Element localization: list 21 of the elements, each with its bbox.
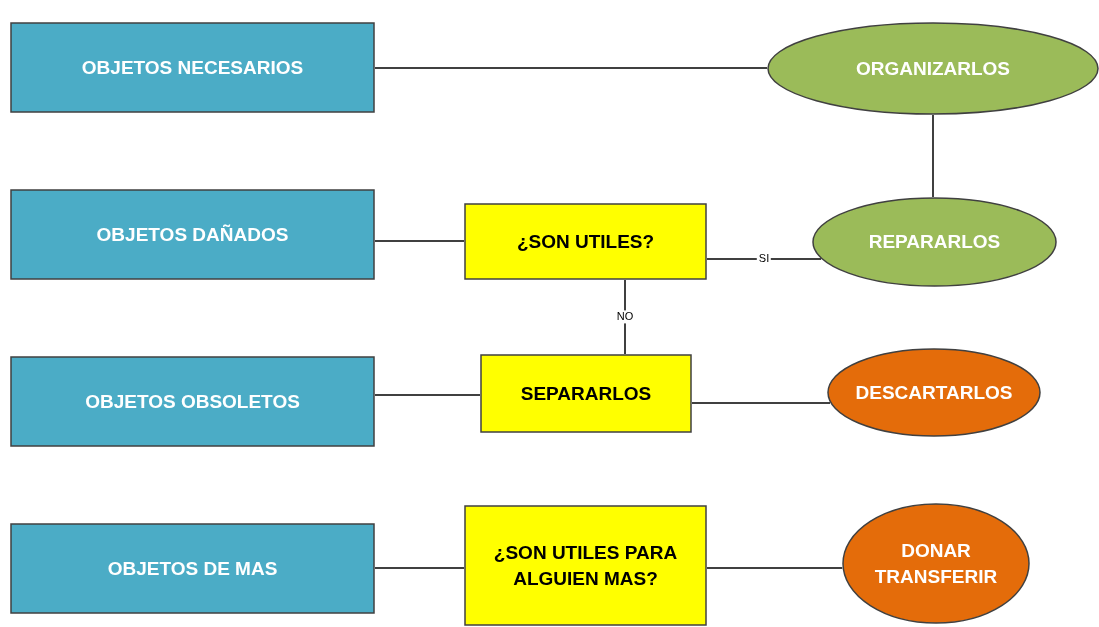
node-label: SEPARARLOS: [519, 381, 653, 406]
node-label: ¿SON UTILES?: [515, 229, 656, 254]
connector-line: [706, 567, 843, 569]
node-label: ORGANIZARLOS: [854, 56, 1012, 81]
node-label: REPARARLOS: [867, 230, 1002, 255]
connector-line: [374, 394, 481, 396]
connector-line: [374, 240, 465, 242]
node-label: OBJETOS DE MAS: [106, 556, 279, 581]
connector-line: [374, 567, 465, 569]
connector-line: [932, 114, 934, 198]
node-label: OBJETOS DAÑADOS: [95, 222, 290, 247]
connector-line: [624, 279, 626, 355]
node-label: ¿SON UTILES PARA ALGUIEN MAS?: [492, 540, 679, 591]
node-label: DONAR TRANSFERIR: [873, 538, 999, 589]
connector-line: [706, 258, 822, 260]
edge-label: NO: [614, 310, 636, 324]
connector-line: [374, 67, 768, 69]
node-label: OBJETOS OBSOLETOS: [84, 389, 301, 414]
node-label: DESCARTARLOS: [854, 380, 1014, 405]
node-label: OBJETOS NECESARIOS: [80, 55, 305, 80]
connector-line: [691, 402, 831, 404]
